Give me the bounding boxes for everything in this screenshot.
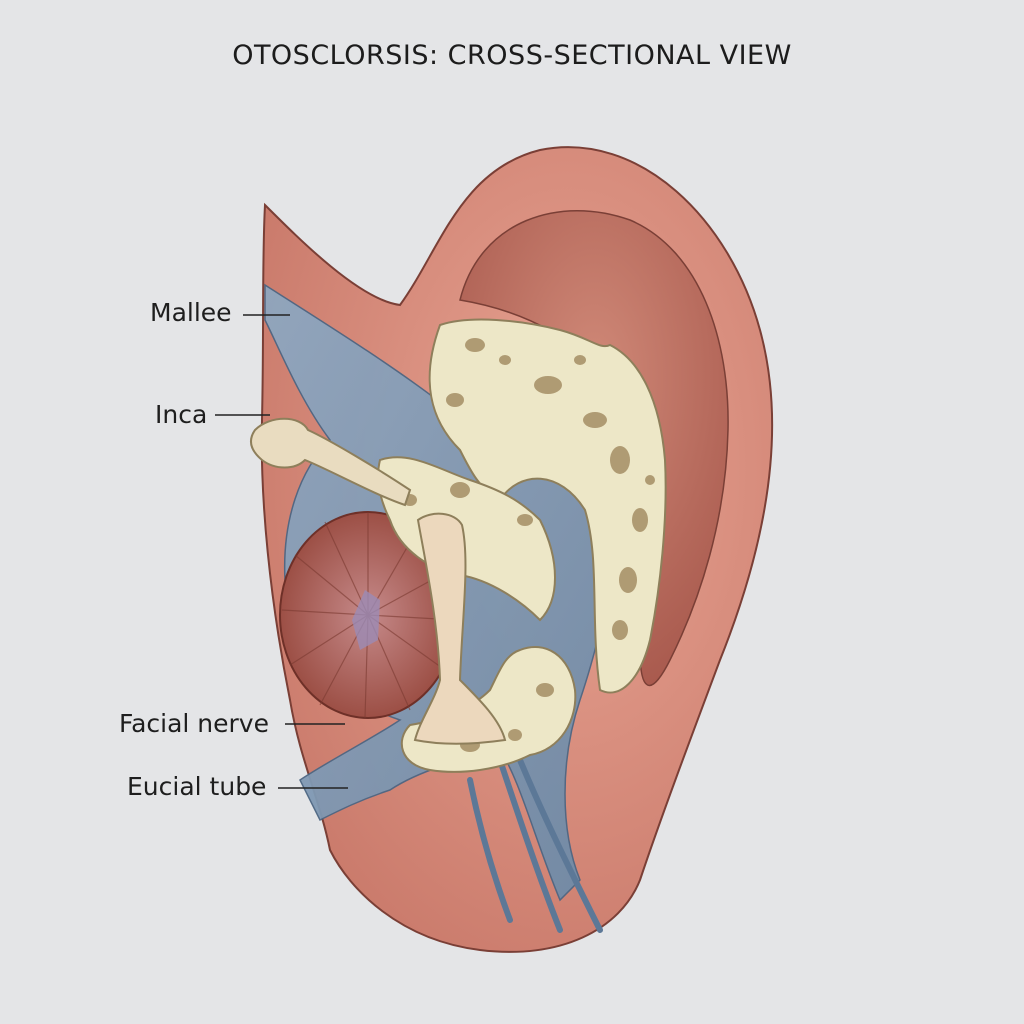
label-facial-nerve: Facial nerve <box>119 709 269 738</box>
diagram-title: OTOSCLORSIS: CROSS-SECTIONAL VIEW <box>232 40 792 71</box>
eustachian-tube-channels <box>467 757 603 933</box>
incus-bone <box>249 417 412 507</box>
label-eucial-tube: Eucial tube <box>127 772 267 801</box>
tympanic-membrane <box>279 511 457 719</box>
leader-lines <box>215 314 348 789</box>
label-inca: Inca <box>155 400 208 429</box>
stapes-bone <box>413 512 507 745</box>
label-mallee: Mallee <box>150 298 232 327</box>
